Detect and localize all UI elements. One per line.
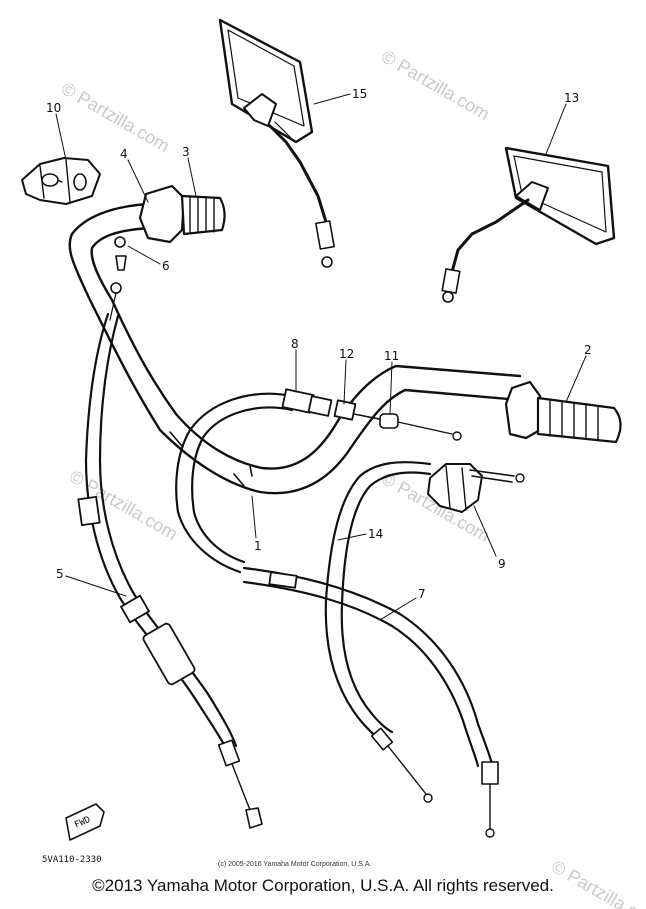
left-grip — [138, 184, 226, 244]
callout-6: 6 — [162, 259, 170, 273]
throttle-cable-upper — [175, 388, 462, 574]
callout-7: 7 — [418, 587, 426, 601]
callout-11: 11 — [384, 349, 399, 363]
watermark: © Partzilla.com — [58, 78, 173, 156]
part-code: 5VA110-2330 — [42, 855, 102, 865]
callout-8: 8 — [291, 337, 299, 351]
left-switch-housing — [21, 157, 101, 205]
leader-lines — [55, 93, 587, 621]
callout-12: 12 — [339, 347, 354, 361]
callout-5: 5 — [56, 567, 64, 581]
throttle-cable-lower — [324, 461, 433, 803]
screw — [109, 236, 127, 321]
callout-14: 14 — [368, 527, 383, 541]
front-arrow-icon: FWD — [65, 803, 105, 841]
callout-9: 9 — [498, 557, 506, 571]
right-grip — [504, 380, 622, 444]
mirror-left — [218, 18, 335, 268]
callout-13: 13 — [564, 91, 579, 105]
footer-copyright: ©2013 Yamaha Motor Corporation, U.S.A. A… — [92, 876, 554, 895]
callout-15: 15 — [352, 87, 367, 101]
callout-3: 3 — [182, 145, 190, 159]
callout-1: 1 — [254, 539, 262, 553]
cable-7 — [242, 566, 499, 838]
handlebar — [68, 202, 522, 495]
mirror-right — [441, 146, 616, 303]
watermark: © Partzilla.com — [378, 46, 493, 124]
callout-10: 10 — [46, 101, 61, 115]
callout-4: 4 — [120, 147, 128, 161]
small-copyright: (c) 2005-2016 Yamaha Motor Corporation, … — [218, 861, 371, 868]
callout-2: 2 — [584, 343, 592, 357]
clutch-cable — [77, 312, 263, 829]
throttle-housing — [427, 463, 525, 513]
